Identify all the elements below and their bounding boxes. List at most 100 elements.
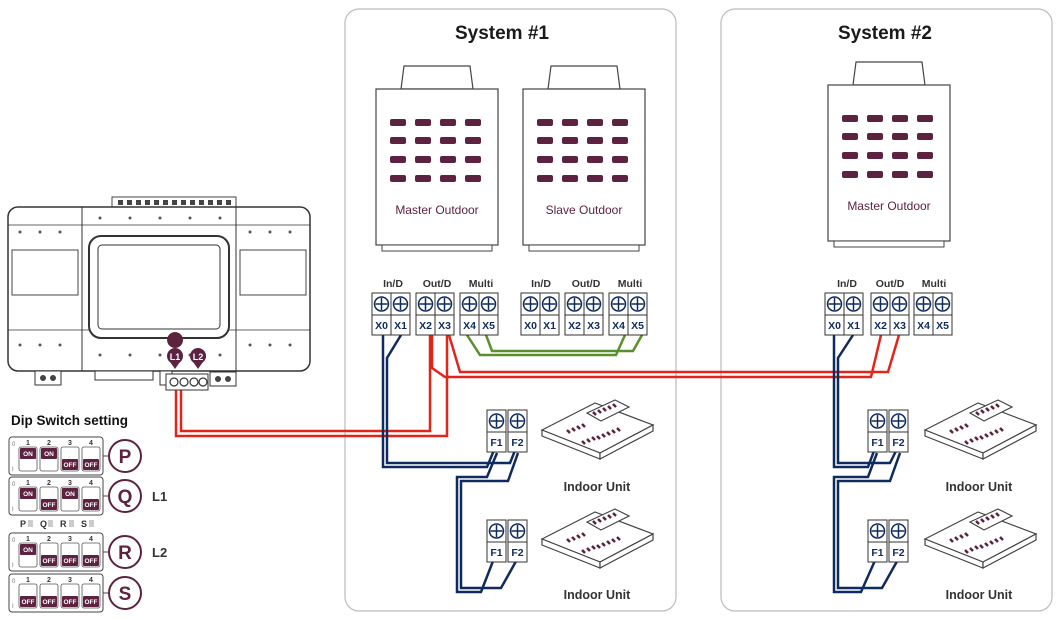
label-in-d: In/D (383, 278, 403, 290)
outdoor-unit-label: Master Outdoor (395, 203, 478, 217)
dip-position-number: 4 (89, 480, 93, 487)
dip-switch-state: ON (65, 491, 75, 498)
dip-position-number: 2 (47, 577, 51, 584)
dip-ps-row: P Q R S (20, 519, 94, 529)
port-label-l1: L1 (170, 352, 181, 362)
dip-switch-knob (83, 555, 99, 566)
dip-position-number: 3 (68, 480, 72, 487)
dip-switch-state: OFF (22, 599, 35, 606)
outdoor-unit-master-1: Master Outdoor (375, 65, 499, 252)
dip-switch-knob (20, 544, 36, 555)
dip-side-mark: 0 (12, 538, 16, 544)
ps-label-r: R (60, 519, 67, 529)
indoor-unit-icon (540, 398, 655, 461)
terminal-f2: F2 (511, 437, 523, 449)
indoor-unit-icon (540, 507, 655, 570)
dip-position-number: 4 (89, 440, 93, 447)
dip-position-number: 1 (26, 536, 30, 543)
dip-letter-circle (108, 439, 142, 473)
dip-switch-title: Dip Switch setting (11, 413, 128, 428)
dip-switch-state: OFF (85, 558, 98, 565)
dip-switch-state: OFF (64, 599, 77, 606)
dip-side-mark: I (12, 604, 14, 610)
terminal-x3: X3 (893, 320, 906, 332)
dip-position-number: 1 (26, 440, 30, 447)
port-marker-l1: L1 (167, 332, 184, 369)
dip-position-number: 2 (47, 440, 51, 447)
terminal-f1: F1 (871, 437, 883, 449)
terminal-x5: X5 (482, 320, 495, 332)
terminal-x2: X2 (874, 320, 887, 332)
dip-switch-knob (20, 596, 36, 607)
terminal-f1: F1 (871, 547, 883, 559)
dip-position-number: 3 (68, 440, 72, 447)
dip-switch-state: OFF (64, 462, 77, 469)
label-out-d: Out/D (572, 278, 601, 290)
dip-letter: P (119, 447, 132, 468)
dip-position-number: 2 (47, 480, 51, 487)
terminal-f2: F2 (892, 437, 904, 449)
dip-position-number: 2 (47, 536, 51, 543)
terminal-x5: X5 (631, 320, 644, 332)
dip-position-number: 1 (26, 480, 30, 487)
indoor-terminal-block: F1 F2 (867, 409, 909, 453)
terminal-f1: F1 (490, 437, 502, 449)
system-1-panel (344, 8, 677, 612)
indoor-unit-label: Indoor Unit (946, 480, 1013, 494)
system-2-title: System #2 (838, 23, 932, 44)
port-marker-l2: L2 (190, 348, 206, 369)
dip-switch-knob (83, 459, 99, 470)
terminal-x2: X2 (419, 320, 432, 332)
dip-position-number: 4 (89, 536, 93, 543)
port-label-l2: L2 (193, 352, 204, 362)
label-multi: Multi (469, 278, 494, 290)
dip-position-number: 3 (68, 577, 72, 584)
dip-line-label: L2 (152, 545, 167, 560)
dip-switch-state: OFF (43, 599, 56, 606)
dip-letter: Q (118, 487, 133, 508)
indoor-terminal-block: F1 F2 (486, 519, 528, 563)
outdoor-unit-slave-1: Slave Outdoor (522, 65, 646, 252)
dip-side-mark: I (12, 467, 14, 473)
terminal-block-slave-1: X0 X1 X2 X3 X4 X5 (520, 292, 648, 336)
indoor-unit-label: Indoor Unit (564, 480, 631, 494)
outdoor-unit-label: Slave Outdoor (546, 203, 623, 217)
terminal-x1: X1 (543, 320, 556, 332)
controller-device (7, 196, 311, 391)
label-in-d: In/D (837, 278, 857, 290)
dip-switch-knob (62, 596, 78, 607)
dip-switch-state: OFF (43, 502, 56, 509)
indoor-terminal-block: F1 F2 (486, 409, 528, 453)
indoor-unit-label: Indoor Unit (946, 588, 1013, 602)
dip-switch-knob (41, 499, 57, 510)
dip-switch-knob (41, 596, 57, 607)
terminal-x4: X4 (612, 320, 625, 332)
terminal-block-master-2: X0 X1 X2 X3 X4 X5 (824, 292, 953, 336)
dip-side-mark: I (12, 563, 14, 569)
dip-switch-knob (20, 488, 36, 499)
dip-side-mark: 0 (12, 442, 16, 448)
ps-label-q: Q (40, 519, 47, 529)
system-2-panel (720, 8, 1053, 612)
dip-switch-state: ON (23, 491, 33, 498)
terminal-f1: F1 (490, 547, 502, 559)
dip-switch-state: ON (23, 451, 33, 458)
terminal-group-labels-1: In/D Out/D Multi In/D Out/D Multi In/D O… (383, 278, 946, 290)
dip-switch-knob (62, 555, 78, 566)
terminal-f2: F2 (892, 547, 904, 559)
terminal-x3: X3 (438, 320, 451, 332)
ps-label-s: S (81, 519, 87, 529)
terminal-x3: X3 (587, 320, 600, 332)
outdoor-unit-master-2: Master Outdoor (827, 61, 951, 248)
dip-line-label: L1 (152, 489, 167, 504)
system-1-title: System #1 (455, 23, 549, 44)
green-wire (465, 334, 644, 357)
terminal-x0: X0 (524, 320, 537, 332)
dip-position-number: 4 (89, 577, 93, 584)
dip-switch-state: OFF (85, 462, 98, 469)
